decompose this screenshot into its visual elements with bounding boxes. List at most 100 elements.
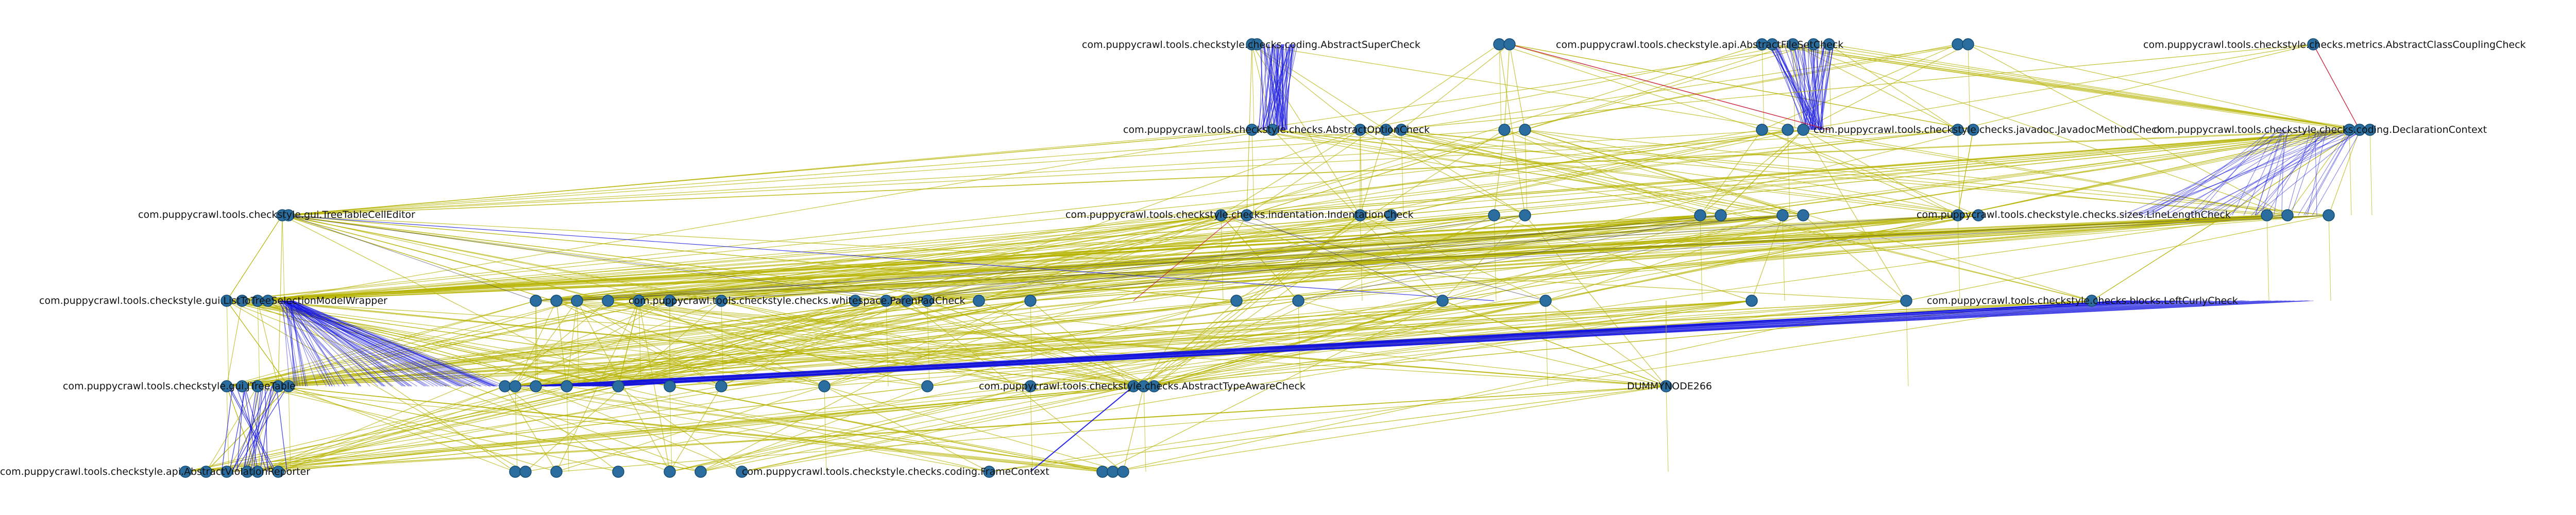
graph-node — [1251, 38, 1263, 50]
graph-node — [1380, 124, 1392, 136]
graph-edge — [278, 386, 701, 472]
graph-node — [1787, 38, 1799, 50]
graph-edge — [278, 386, 1144, 472]
graph-edge — [288, 215, 536, 301]
graph-edge — [1391, 129, 1788, 216]
graph-edge — [566, 300, 2130, 387]
graph-edge — [282, 215, 1495, 301]
graph-node — [715, 295, 727, 307]
graph-edge — [556, 300, 1144, 387]
graph-edge — [618, 300, 1752, 387]
graph-edge — [578, 300, 2279, 387]
graph-edge — [226, 300, 979, 472]
graph-edge — [1499, 44, 1762, 130]
graph-edge — [1236, 215, 2329, 301]
graph-edge — [278, 300, 331, 387]
graph-edge — [282, 215, 928, 301]
graph-edge — [2307, 129, 2327, 216]
graph-edge — [824, 386, 827, 472]
graph-edge — [1524, 129, 1804, 216]
graph-edge — [669, 215, 2329, 301]
graph-edge — [527, 300, 2160, 387]
graph-edge — [1812, 44, 1819, 130]
graph-node — [1952, 38, 1964, 50]
graph-edge — [1796, 44, 1820, 130]
node-label: com.puppycrawl.tools.checkstyle.checks.i… — [1065, 209, 1414, 220]
graph-node — [1766, 38, 1778, 50]
graph-node — [664, 466, 676, 478]
graph-edge — [566, 215, 1721, 387]
graph-edge — [1275, 44, 1281, 130]
graph-edge — [927, 300, 1752, 387]
graph-edge — [1251, 129, 1255, 216]
graph-edge — [291, 300, 406, 387]
graph-node — [1246, 124, 1258, 136]
graph-edge — [570, 300, 2307, 387]
graph-edge — [1030, 386, 1033, 472]
graph-edge — [1828, 44, 1832, 130]
graph-edge — [536, 300, 2265, 387]
graph-edge — [556, 386, 1667, 472]
graph-edge — [264, 386, 268, 472]
graph-node — [849, 295, 861, 307]
graph-edge — [1266, 44, 1276, 130]
graph-edge — [1509, 44, 1829, 130]
graph-edge — [289, 300, 497, 387]
graph-edge — [1261, 44, 1292, 130]
graph-node — [1962, 38, 1974, 50]
graph-edge — [886, 215, 1721, 301]
graph-node — [499, 380, 511, 392]
graph-edge — [283, 300, 370, 387]
graph-edge — [1401, 44, 1969, 130]
graph-edge — [257, 300, 260, 387]
graph-edge — [1787, 129, 1790, 216]
graph-edge — [1298, 300, 1301, 387]
graph-node — [236, 380, 248, 392]
graph-edge — [1442, 215, 1783, 301]
graph-edge — [2256, 129, 2325, 216]
graph-edge — [605, 300, 2282, 387]
graph-edge — [1804, 44, 1818, 130]
graph-edge — [1499, 44, 1526, 216]
graph-node — [2307, 38, 2319, 50]
graph-edge — [1133, 300, 1907, 387]
graph-edge — [906, 215, 1392, 301]
graph-edge — [604, 300, 2189, 387]
graph-edge — [2255, 129, 2361, 216]
graph-edge — [1123, 386, 1144, 472]
graph-edge — [515, 300, 1031, 387]
graph-edge — [1391, 44, 2314, 130]
graph-edge — [927, 300, 1155, 387]
graph-edge — [515, 386, 518, 472]
graph-edge — [285, 300, 449, 387]
graph-node — [2281, 209, 2294, 221]
graph-edge — [1272, 129, 1979, 216]
graph-edge — [282, 215, 619, 387]
graph-edge — [267, 300, 516, 472]
graph-edge — [669, 386, 672, 472]
graph-node — [1436, 295, 1449, 307]
graph-edge — [517, 300, 2180, 387]
graph-edge — [585, 300, 2198, 387]
graph-edge — [1804, 44, 1806, 130]
graph-edge — [577, 300, 1667, 387]
graph-edge — [572, 300, 2291, 387]
graph-edge — [288, 129, 2350, 216]
graph-edge — [577, 215, 1804, 301]
graph-node — [901, 295, 913, 307]
graph-edge — [1266, 44, 1287, 130]
graph-edge — [280, 300, 490, 387]
graph-edge — [1509, 44, 1974, 130]
graph-edge — [1442, 215, 1526, 301]
graph-node — [262, 295, 274, 307]
node-label: com.puppycrawl.tools.checkstyle.checks.A… — [1123, 124, 1430, 135]
graph-edge — [288, 300, 578, 387]
graph-edge — [1545, 215, 1804, 301]
graph-edge — [278, 386, 557, 472]
graph-edge — [1112, 386, 1667, 472]
graph-edge — [566, 300, 2092, 387]
graph-edge — [531, 300, 2142, 387]
graph-edge — [1360, 44, 1793, 130]
graph-edge — [1751, 215, 1783, 301]
graph-edge — [226, 386, 1667, 472]
